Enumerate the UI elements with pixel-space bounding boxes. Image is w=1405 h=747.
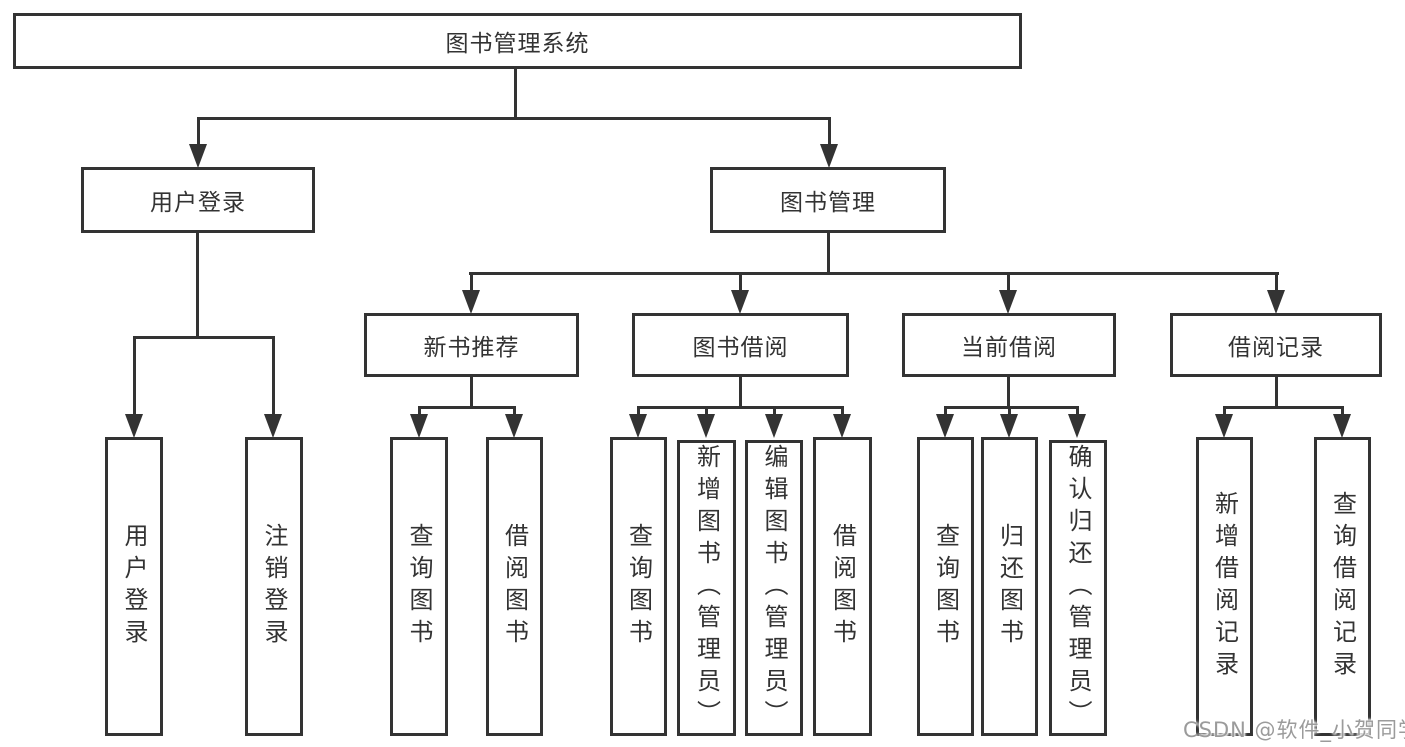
connector-user-login-rail — [133, 336, 275, 339]
connector-book-mgmt-trunk — [827, 232, 830, 275]
arrow-down-icon — [629, 414, 647, 438]
node-book-management: 图书管理 — [710, 167, 946, 233]
leaf-confirm-return-admin: 确认归还（管理员） — [1049, 440, 1107, 736]
connector-level2-rail — [197, 117, 831, 120]
arrow-down-icon — [999, 290, 1017, 314]
connector-drop — [470, 272, 473, 292]
leaf-query-borrow-record: 查询借阅记录 — [1314, 437, 1371, 736]
node-current-borrow: 当前借阅 — [902, 313, 1116, 377]
connector-root-trunk — [514, 68, 517, 119]
connector-section-trunk — [739, 376, 742, 409]
leaf-borrow-books: 借阅图书 — [486, 437, 543, 736]
connector-section-trunk — [1007, 376, 1010, 409]
leaf-query-books: 查询图书 — [610, 437, 667, 736]
node-user-login: 用户登录 — [81, 167, 315, 233]
connector-section-rail — [418, 406, 516, 409]
connector-drop — [1275, 272, 1278, 292]
arrow-down-icon — [936, 414, 954, 438]
leaf-return-books: 归还图书 — [981, 437, 1038, 736]
leaf-logout: 注销登录 — [245, 437, 303, 736]
arrow-down-icon — [1267, 290, 1285, 314]
connector-section-rail — [637, 406, 844, 409]
connector-drop — [1341, 406, 1344, 418]
connector-section-trunk — [1275, 376, 1278, 409]
connector-section-rail — [1223, 406, 1344, 409]
arrow-down-icon — [264, 414, 282, 438]
arrow-down-icon — [1000, 414, 1018, 438]
leaf-query-books: 查询图书 — [917, 437, 974, 736]
leaf-user-login: 用户登录 — [105, 437, 163, 736]
arrow-down-icon — [731, 290, 749, 314]
connector-drop — [1008, 406, 1011, 418]
connector-drop — [828, 117, 831, 147]
connector-drop — [1007, 272, 1010, 292]
connector-drop — [739, 272, 742, 292]
arrow-down-icon — [1333, 414, 1351, 438]
leaf-add-borrow-record: 新增借阅记录 — [1196, 437, 1253, 736]
connector-drop — [513, 406, 516, 418]
node-new-book-recommend: 新书推荐 — [364, 313, 579, 377]
node-book-borrow: 图书借阅 — [632, 313, 849, 377]
connector-drop — [944, 406, 947, 418]
connector-drop — [1076, 406, 1079, 418]
connector-drop — [197, 117, 200, 147]
connector-drop — [841, 406, 844, 418]
arrow-down-icon — [833, 414, 851, 438]
connector-drop — [1223, 406, 1226, 418]
connector-drop — [272, 336, 275, 416]
leaf-borrow-books: 借阅图书 — [813, 437, 872, 736]
connector-drop — [133, 336, 136, 416]
connector-drop — [773, 406, 776, 418]
connector-drop — [418, 406, 421, 418]
leaf-add-book-admin: 新增图书（管理员） — [677, 440, 736, 736]
connector-level3-rail — [469, 272, 1279, 275]
connector-section-rail — [944, 406, 1079, 409]
connector-section-trunk — [470, 376, 473, 409]
leaf-query-books: 查询图书 — [390, 437, 448, 736]
arrow-down-icon — [1215, 414, 1233, 438]
arrow-down-icon — [410, 414, 428, 438]
node-root-library-system: 图书管理系统 — [13, 13, 1022, 69]
arrow-down-icon — [189, 144, 207, 168]
arrow-down-icon — [1068, 414, 1086, 438]
leaf-edit-book-admin: 编辑图书（管理员） — [745, 440, 803, 736]
arrow-down-icon — [125, 414, 143, 438]
csdn-watermark: CSDN @软件_小贺同学 — [1183, 718, 1405, 742]
arrow-down-icon — [505, 414, 523, 438]
arrow-down-icon — [697, 414, 715, 438]
connector-drop — [637, 406, 640, 418]
arrow-down-icon — [765, 414, 783, 438]
arrow-down-icon — [462, 290, 480, 314]
connector-user-login-trunk — [196, 232, 199, 339]
arrow-down-icon — [820, 144, 838, 168]
node-borrow-records: 借阅记录 — [1170, 313, 1382, 377]
connector-drop — [705, 406, 708, 418]
